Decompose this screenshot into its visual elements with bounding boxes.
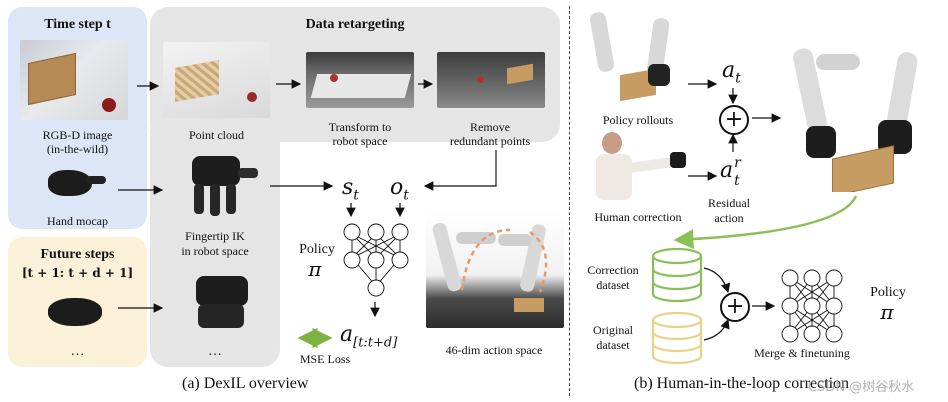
corrected-arm-left-2 bbox=[816, 54, 860, 70]
original-dataset-line1: Original bbox=[593, 323, 633, 337]
robot-arm-left-2 bbox=[456, 232, 496, 244]
residual-label-line2: action bbox=[714, 211, 744, 225]
correction-dataset-line1: Correction bbox=[587, 263, 639, 277]
fingertip-label-line2: in robot space bbox=[181, 244, 249, 258]
action-arc-right bbox=[529, 230, 548, 293]
robot-finger-1 bbox=[194, 184, 204, 214]
transform-image bbox=[306, 52, 414, 108]
hand-mocap-glove bbox=[38, 162, 108, 202]
rgbd-label-line2: (in-the-wild) bbox=[46, 142, 109, 156]
action-symbol: a[t:t+d] bbox=[340, 322, 398, 351]
arrow-original-to-merge bbox=[703, 318, 730, 341]
correction-dataset-line2: dataset bbox=[596, 278, 630, 292]
human-glove bbox=[670, 152, 686, 168]
red-ball-shape bbox=[102, 98, 116, 112]
corrected-rollout-image bbox=[782, 34, 930, 192]
robot-finger-3 bbox=[226, 184, 236, 214]
a-t-symbol: at bbox=[722, 58, 741, 87]
robot-hand-future-image bbox=[180, 268, 264, 334]
future-glove-shape bbox=[48, 298, 102, 326]
transform-ball bbox=[330, 74, 338, 82]
policy-label-a: Policy bbox=[299, 242, 335, 257]
remove-label-line1: Remove bbox=[470, 120, 510, 134]
robot-hand-base bbox=[192, 156, 240, 186]
robot-arm-right-2 bbox=[498, 234, 532, 246]
remove-ball bbox=[477, 76, 484, 83]
watermark: CSDN @树谷秋水 bbox=[808, 380, 915, 395]
rgbd-label-line1: RGB-D image bbox=[42, 128, 113, 142]
remove-image bbox=[437, 52, 545, 108]
residual-label-line1: Residual bbox=[708, 196, 750, 210]
human-head bbox=[602, 132, 622, 154]
robot-hand-future-base bbox=[196, 276, 248, 306]
transform-label-line1: Transform to bbox=[328, 120, 392, 134]
rgbd-image bbox=[20, 40, 128, 120]
robot-hand-future-fingers bbox=[198, 304, 244, 328]
point-cloud-label: Point cloud bbox=[188, 128, 244, 142]
action-arc-left bbox=[460, 228, 511, 291]
future-steps-range: [t + 1: t + d + 1] bbox=[21, 266, 134, 280]
panel-divider bbox=[569, 6, 570, 396]
robot-thumb bbox=[238, 168, 258, 178]
robot-hand-image bbox=[172, 150, 262, 222]
o-t-symbol: ot bbox=[390, 175, 409, 204]
time-step-title: Time step t bbox=[44, 17, 111, 32]
green-feedback-arrow bbox=[673, 195, 858, 250]
caption-a: (a) DexIL overview bbox=[182, 375, 309, 392]
human-correction-label: Human correction bbox=[594, 210, 682, 224]
s-t-symbol: st bbox=[342, 175, 359, 204]
fingertip-ellipsis: … bbox=[208, 344, 222, 359]
transform-label-line2: robot space bbox=[332, 134, 388, 148]
glove-palm-shape bbox=[48, 170, 92, 196]
corrected-hand-left bbox=[806, 126, 836, 158]
remove-label-line2: redundant points bbox=[449, 134, 531, 148]
future-ellipsis: … bbox=[70, 344, 85, 359]
policy-rollouts-label: Policy rollouts bbox=[602, 113, 674, 127]
future-steps-title: Future steps bbox=[40, 247, 115, 262]
glove-finger-shape bbox=[86, 176, 106, 184]
correction-dataset-icon bbox=[651, 247, 703, 303]
action-box bbox=[514, 298, 544, 312]
robot-finger-2 bbox=[210, 184, 220, 216]
a-t-r-symbol: a r t bbox=[720, 155, 741, 189]
action-space-image bbox=[426, 210, 564, 328]
future-glove bbox=[40, 292, 110, 332]
human-correction-image bbox=[590, 130, 690, 200]
pi-symbol-a: π bbox=[308, 257, 322, 281]
pi-symbol-b: π bbox=[880, 300, 894, 324]
action-space-label: 46-dim action space bbox=[445, 343, 543, 357]
original-dataset-icon bbox=[651, 311, 703, 365]
policy-label-b: Policy bbox=[870, 285, 906, 300]
rollout-hand bbox=[648, 64, 670, 86]
caption-b: (b) Human-in-the-loop correction bbox=[634, 375, 850, 392]
human-body bbox=[596, 154, 632, 200]
original-dataset-line2: dataset bbox=[596, 338, 630, 352]
data-retargeting-title: Data retargeting bbox=[305, 17, 405, 32]
fingertip-label-line1: Fingertip IK bbox=[185, 229, 245, 243]
mse-loss-label: MSE Loss bbox=[299, 352, 351, 366]
point-cloud-image bbox=[163, 42, 270, 118]
point-cloud-ball bbox=[247, 92, 257, 102]
policy-network-a bbox=[343, 223, 409, 297]
policy-rollouts-image bbox=[584, 8, 692, 106]
arrow-remove-to-ot bbox=[423, 150, 497, 191]
policy-network-b bbox=[781, 269, 843, 343]
merge-label: Merge & finetuning bbox=[754, 346, 850, 360]
arrow-correction-to-merge bbox=[703, 267, 731, 294]
plus-circle-b2: + bbox=[720, 292, 750, 322]
hand-mocap-label: Hand mocap bbox=[47, 214, 108, 228]
